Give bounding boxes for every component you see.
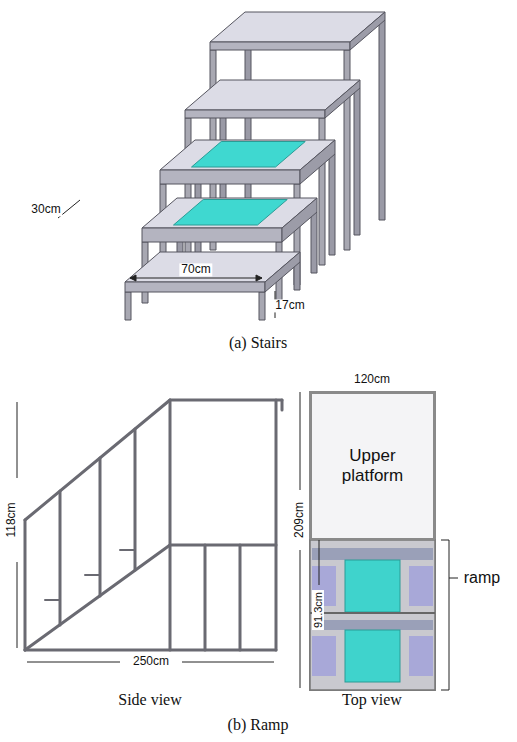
subfigure-caption: (a) Stairs: [227, 334, 289, 352]
view-caption: Top view: [340, 691, 404, 709]
stair-part: [192, 142, 306, 168]
dimension-label: 70cm: [179, 263, 212, 276]
platform-region: Upper platform: [310, 392, 435, 540]
dimension-label: 30cm: [29, 203, 62, 216]
stair-part: [300, 140, 335, 184]
top-dimensions: [300, 392, 458, 690]
stairs-dimensions: [58, 200, 275, 318]
dimension-label: 250cm: [131, 655, 171, 668]
stair-part: [142, 228, 282, 242]
stair-part: [125, 282, 265, 292]
dimension-label: 17cm: [273, 299, 306, 312]
stair-part: [311, 212, 317, 273]
stair-part: [265, 252, 300, 292]
stair-part: [185, 110, 325, 118]
dimension-label: 91.3cm: [312, 590, 324, 630]
ramp-side-view: [25, 400, 282, 650]
bracket-label: ramp: [462, 569, 502, 587]
ramp-top-view: [310, 392, 435, 690]
stair-part: [379, 20, 385, 220]
dimension-label: 118cm: [5, 500, 18, 539]
stair-part: [125, 292, 131, 320]
stair-part: [282, 198, 317, 242]
stair-part: [185, 118, 191, 265]
dimension-label: 209cm: [293, 500, 306, 540]
stair-part: [210, 42, 350, 50]
subfigure-caption: (b) Ramp: [226, 716, 291, 734]
stairs-ground: [0, 0, 517, 330]
stair-part: [354, 88, 360, 235]
stair-part: [174, 200, 288, 226]
side-dimensions: [17, 402, 274, 662]
view-caption: Side view: [116, 691, 184, 709]
stair-part: [259, 292, 265, 320]
platform-label: Upper platform: [328, 446, 418, 487]
stair-part: [350, 12, 385, 50]
stairs-drawing: [125, 12, 385, 320]
stair-part: [329, 154, 335, 255]
stair-part: [325, 80, 360, 118]
dimension-label: 120cm: [352, 373, 392, 386]
stair-part: [160, 170, 300, 184]
